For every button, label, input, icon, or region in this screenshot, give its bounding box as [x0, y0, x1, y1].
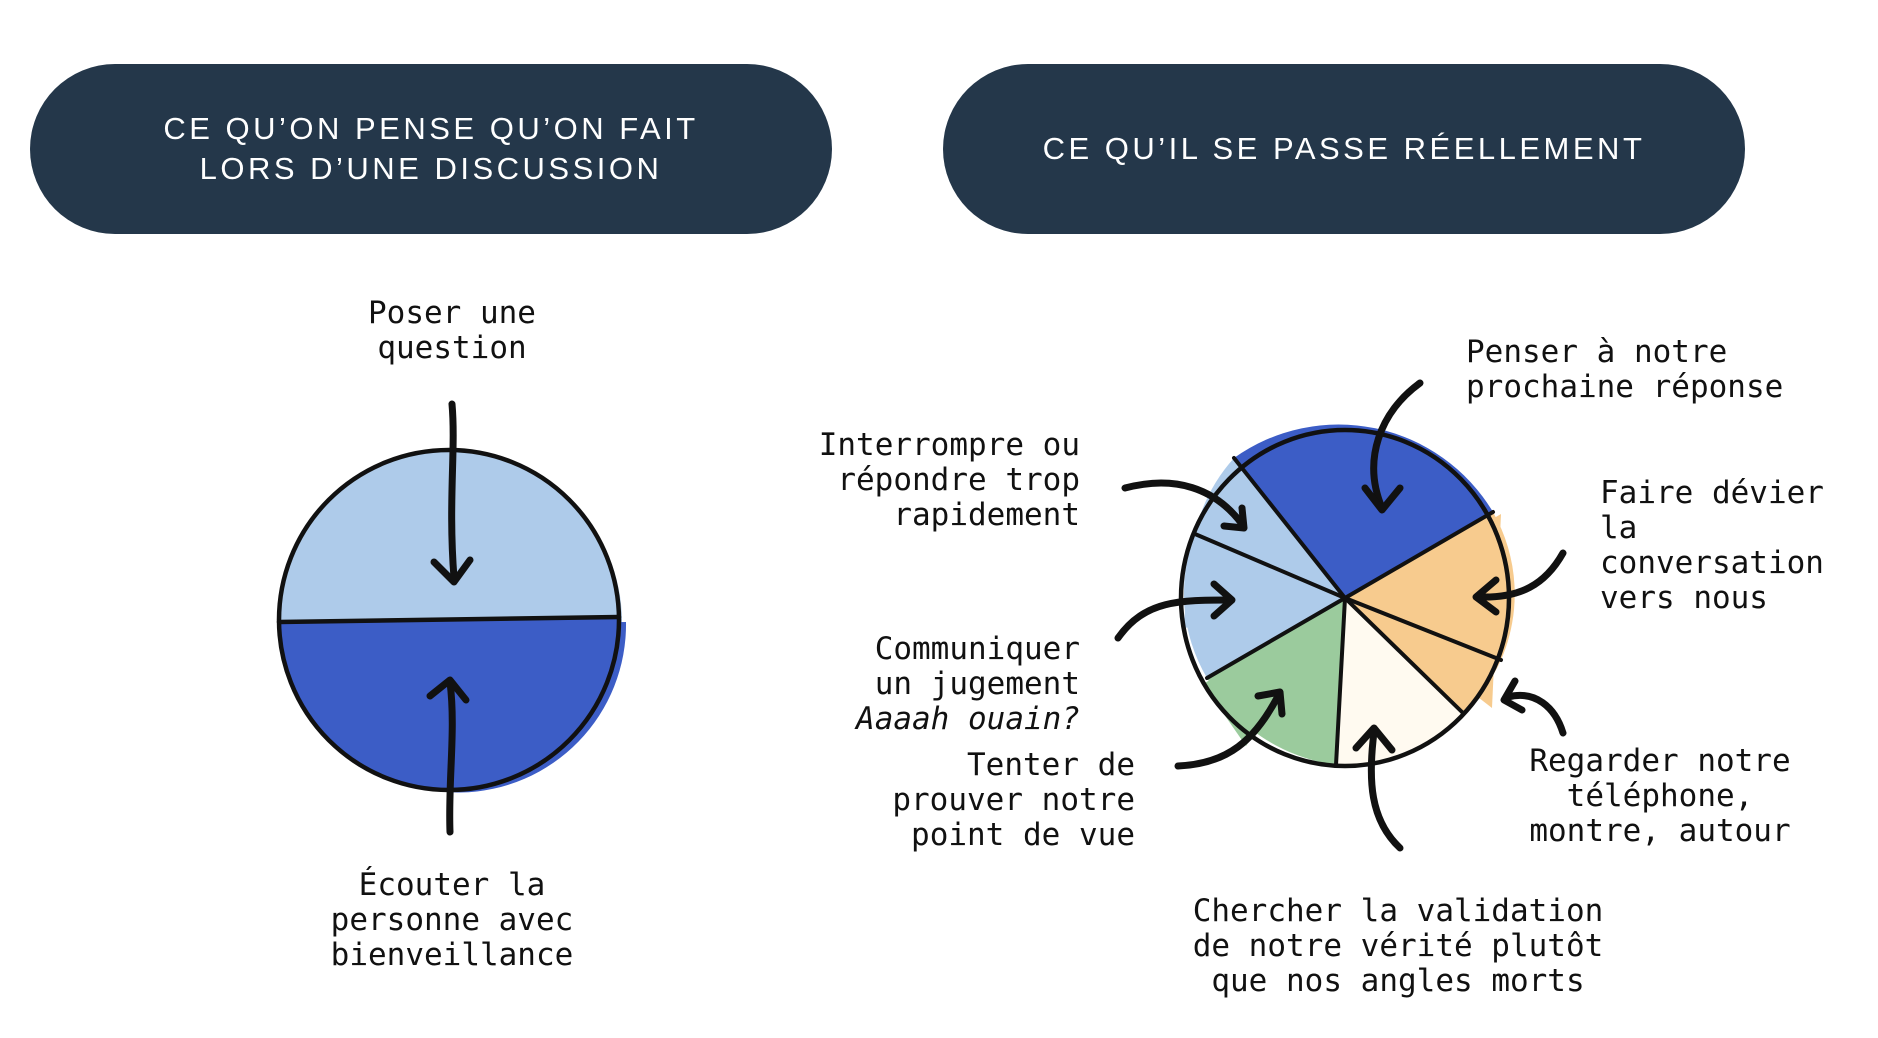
arrowhead-penser [1361, 484, 1404, 514]
pie-slice-prouver [1207, 598, 1345, 765]
spoke-7 [1193, 532, 1347, 600]
spoke-1 [1232, 456, 1347, 600]
header-left-text: CE QU’ON PENSE QU’ON FAIT LORS D’UNE DIS… [163, 111, 699, 186]
arrow-ecouter [446, 678, 456, 836]
label-interrompre: Interrompre ou répondre trop rapidement [818, 427, 1080, 533]
arrowhead-jugement [1210, 580, 1236, 620]
arrow-telephone [1504, 692, 1567, 737]
label-jugement-italic: Aaaah ouain? [856, 701, 1080, 737]
label-validation: Chercher la validation de notre vérité p… [1192, 893, 1604, 999]
arrowhead-ecouter [426, 676, 470, 704]
arrowhead-devier [1472, 576, 1500, 616]
arrowhead-interrompre [1220, 504, 1248, 532]
label-prouver: Tenter de prouver notre point de vue [892, 747, 1135, 853]
arrowhead-telephone [1500, 677, 1526, 714]
pie-slice-devier [1345, 512, 1515, 660]
left-circle-diagram [276, 400, 627, 836]
pie-slice-interrompre [1195, 458, 1345, 598]
header-pill-right: CE QU’IL SE PASSE RÉELLEMENT [943, 64, 1745, 234]
pie-slice-validation [1336, 598, 1463, 766]
label-jugement-block: Communiquer un jugement Aaaah ouain? [780, 597, 1080, 772]
header-pill-left: CE QU’ON PENSE QU’ON FAIT LORS D’UNE DIS… [30, 64, 832, 234]
arrow-devier [1476, 549, 1567, 601]
label-penser: Penser à notre prochaine réponse [1466, 334, 1784, 405]
arrow-jugement [1114, 596, 1234, 642]
pie-spokes [1193, 456, 1503, 767]
label-jugement: Communiquer un jugement [874, 631, 1080, 702]
right-pie-diagram [1178, 424, 1515, 769]
arrowhead-validation [1352, 724, 1396, 754]
arrow-validation [1367, 728, 1404, 852]
arrowhead-poser-question [430, 556, 474, 586]
arrow-poser-question [448, 400, 458, 582]
pie-slice-telephone [1345, 598, 1501, 713]
pie-slice-penser [1234, 424, 1493, 598]
arrow-interrompre [1121, 479, 1246, 528]
arrow-prouver [1174, 692, 1282, 770]
right-arrows [1114, 379, 1567, 852]
pie-slice-jugement [1183, 534, 1345, 678]
label-ecouter: Écouter la personne avec bienveillance [330, 867, 574, 973]
label-devier: Faire dévier la conversation vers nous [1600, 475, 1824, 616]
label-telephone: Regarder notre téléphone, montre, autour [1529, 743, 1791, 849]
spoke-3 [1343, 596, 1503, 662]
left-divider-line [276, 614, 622, 625]
spoke-2 [1343, 510, 1495, 600]
label-poser-question: Poser une question [368, 295, 536, 366]
header-right-text: CE QU’IL SE PASSE RÉELLEMENT [1042, 131, 1646, 166]
spoke-4 [1343, 596, 1465, 715]
spoke-5 [1334, 596, 1347, 767]
arrowhead-prouver [1254, 688, 1286, 718]
arrow-penser [1370, 379, 1424, 512]
spoke-6 [1205, 596, 1347, 680]
